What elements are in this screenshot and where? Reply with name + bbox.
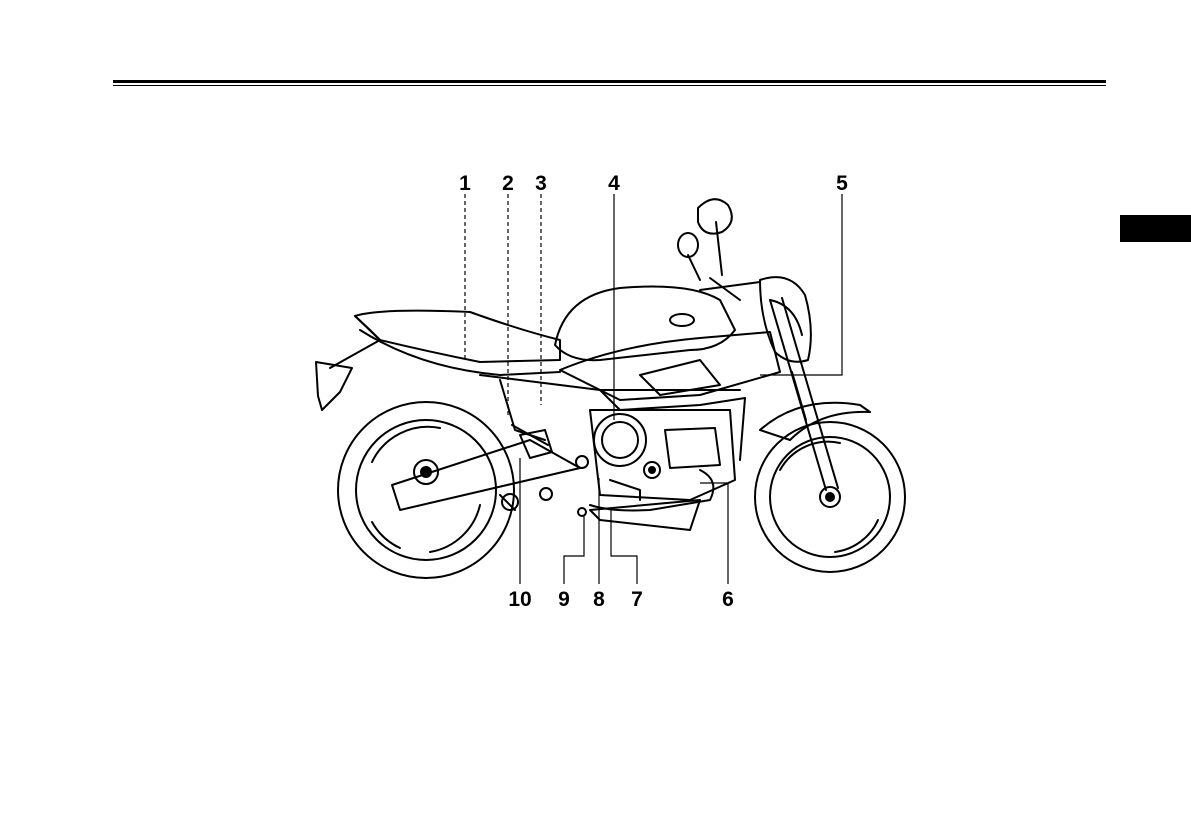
front-fork <box>770 298 838 490</box>
exhaust <box>500 470 713 510</box>
callout-label-4: 4 <box>608 172 620 195</box>
leader-7 <box>611 508 637 584</box>
callout-label-10: 10 <box>508 588 531 611</box>
front-wheel <box>755 422 905 572</box>
callout-label-5: 5 <box>836 172 848 195</box>
fuel-tank <box>555 287 735 361</box>
callout-label-8: 8 <box>593 588 605 611</box>
callout-label-7: 7 <box>631 588 643 611</box>
callout-label-1: 1 <box>459 172 471 195</box>
handlebar-and-mirrors <box>678 199 760 300</box>
leader-6 <box>700 483 728 584</box>
callout-label-2: 2 <box>502 172 514 195</box>
seat-and-tail <box>316 311 560 410</box>
leader-9 <box>564 515 584 584</box>
callout-label-6: 6 <box>722 588 734 611</box>
callout-label-9: 9 <box>558 588 570 611</box>
callout-label-3: 3 <box>535 172 547 195</box>
footrests <box>540 456 588 516</box>
